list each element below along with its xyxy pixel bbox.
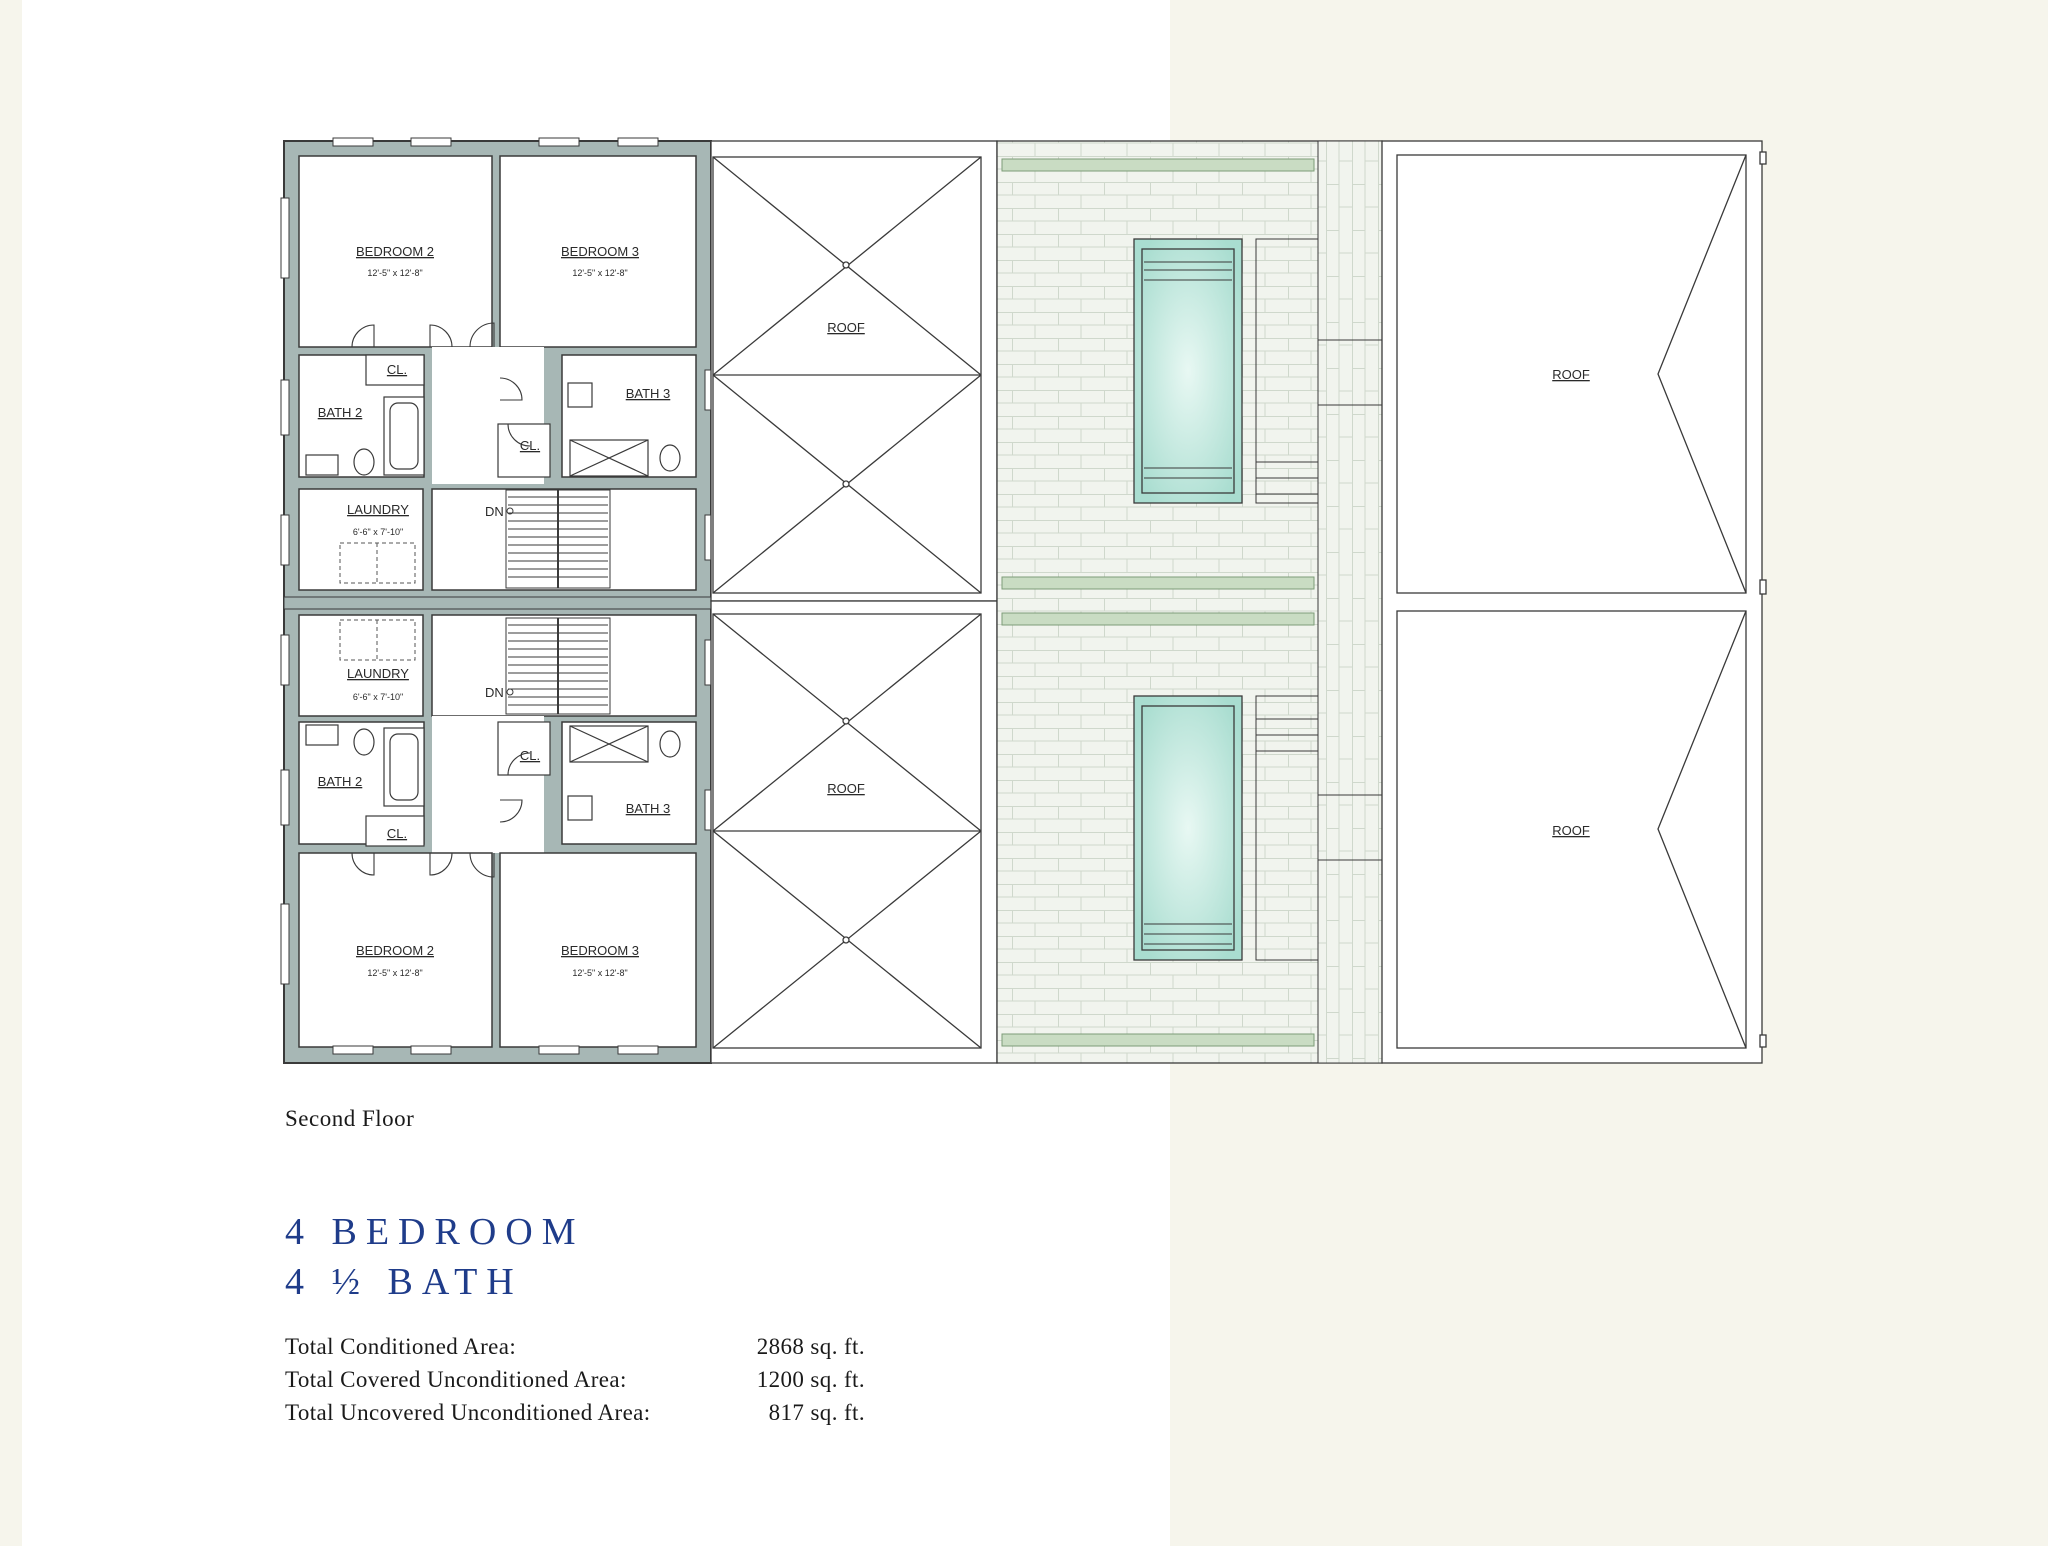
headline-baths: 4 ½ BATH xyxy=(285,1261,523,1303)
area-label: Total Conditioned Area: xyxy=(285,1333,517,1359)
bath2-top-label: BATH 2 xyxy=(318,405,363,420)
area-value: 1200 sq. ft. xyxy=(756,1366,865,1392)
stair-top-dn-label: DN xyxy=(485,504,504,519)
bedroom2-bottom-label: BEDROOM 2 xyxy=(356,943,434,958)
headline-bedrooms: 4 BEDROOM xyxy=(285,1211,585,1253)
closet-bottom-a-label: CL. xyxy=(387,826,407,841)
pool-bottom xyxy=(1133,695,1243,961)
bedroom3-bottom-size: 12'-5" x 12'-8" xyxy=(572,968,627,978)
closet-bottom-a xyxy=(365,815,425,847)
laundry-top-label: LAUNDRY xyxy=(347,502,409,517)
bedroom3-bottom-room xyxy=(499,852,697,1048)
closet-bottom-b-label: CL. xyxy=(520,748,540,763)
closet-bottom-b xyxy=(497,721,551,776)
bedroom2-bottom-size: 12'-5" x 12'-8" xyxy=(367,968,422,978)
bath3-top-label: BATH 3 xyxy=(626,386,671,401)
stair-hall-top xyxy=(431,488,697,591)
stair-bottom-dn-label: DN xyxy=(485,685,504,700)
roof-chevron-panels xyxy=(1381,140,1767,1064)
roof-2-label: ROOF xyxy=(827,781,865,796)
bedroom2-bottom-room xyxy=(298,852,493,1048)
roof-4-label: ROOF xyxy=(1552,823,1590,838)
laundry-bottom-label: LAUNDRY xyxy=(347,666,409,681)
unit-walls xyxy=(280,137,714,1064)
roof-3-label: ROOF xyxy=(1552,367,1590,382)
bedroom3-top-size: 12'-5" x 12'-8" xyxy=(572,268,627,278)
pool-courtyard xyxy=(996,140,1383,1064)
area-table: Total Conditioned Area: 2868 sq. ft. Tot… xyxy=(285,1330,865,1429)
bath3-bottom-label: BATH 3 xyxy=(626,801,671,816)
laundry-top-size: 6'-6" x 7'-10" xyxy=(353,527,403,537)
closet-top-b-label: CL. xyxy=(520,438,540,453)
area-value: 817 sq. ft. xyxy=(768,1399,865,1425)
bedroom2-top-label: BEDROOM 2 xyxy=(356,244,434,259)
laundry-bottom-size: 6'-6" x 7'-10" xyxy=(353,692,403,702)
area-row-uncovered: Total Uncovered Unconditioned Area: 817 … xyxy=(285,1396,865,1429)
roof-1-label: ROOF xyxy=(827,320,865,335)
closet-top-a xyxy=(365,354,425,386)
bath2-bottom-label: BATH 2 xyxy=(318,774,363,789)
bedroom3-bottom-label: BEDROOM 3 xyxy=(561,943,639,958)
area-row-conditioned: Total Conditioned Area: 2868 sq. ft. xyxy=(285,1330,865,1363)
area-row-covered: Total Covered Unconditioned Area: 1200 s… xyxy=(285,1363,865,1396)
area-label: Total Covered Unconditioned Area: xyxy=(285,1366,627,1392)
laundry-bottom-room xyxy=(298,614,424,717)
closet-top-b xyxy=(497,423,551,478)
area-value: 2868 sq. ft. xyxy=(756,1333,865,1359)
bedroom2-top-room xyxy=(298,155,493,348)
bedroom2-top-size: 12'-5" x 12'-8" xyxy=(367,268,422,278)
closet-top-a-label: CL. xyxy=(387,362,407,377)
floor-caption: Second Floor xyxy=(285,1106,415,1131)
bedroom3-top-label: BEDROOM 3 xyxy=(561,244,639,259)
area-label: Total Uncovered Unconditioned Area: xyxy=(285,1399,651,1425)
laundry-top-room xyxy=(298,488,424,591)
bedroom3-top-room xyxy=(499,155,697,348)
pool-top xyxy=(1133,238,1243,504)
roof-x-panels xyxy=(710,140,998,1064)
